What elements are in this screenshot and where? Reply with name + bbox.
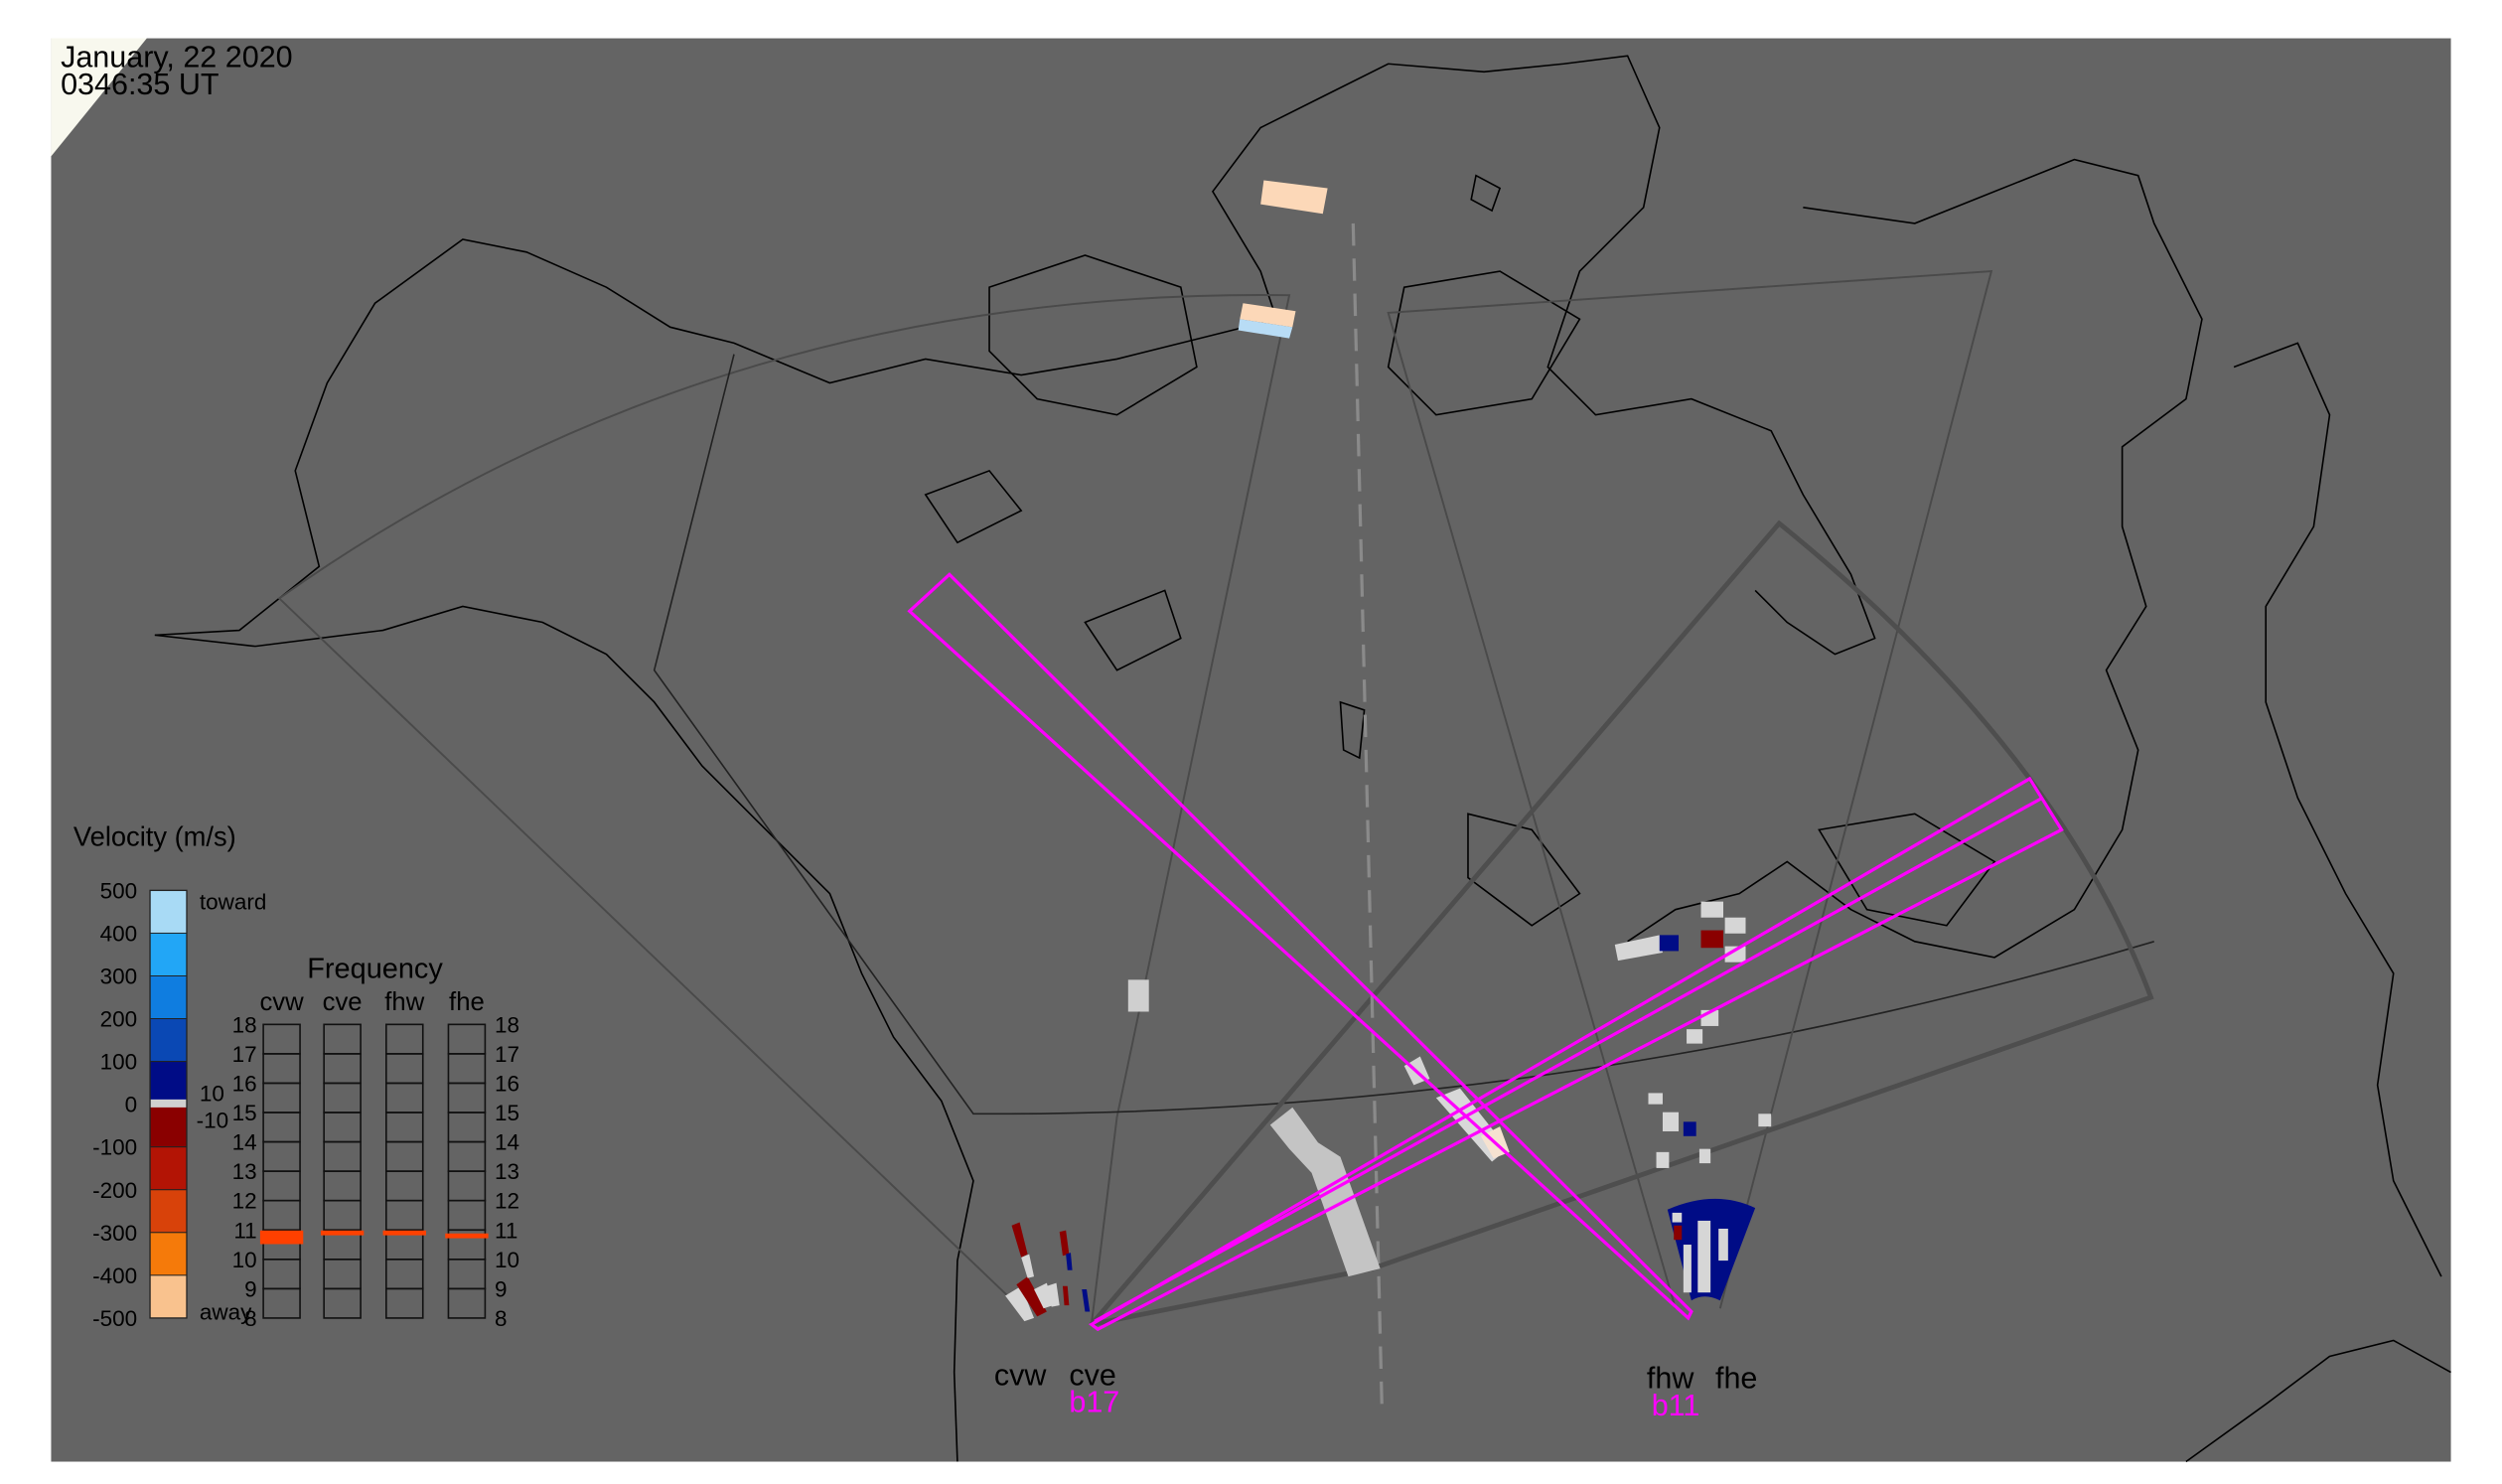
frequency-cell [323, 1287, 362, 1319]
frequency-mark-cvw [259, 1230, 304, 1245]
cve-fov [1090, 519, 2154, 1327]
radar-label-cve: cve [1069, 1358, 1116, 1392]
frequency-tick-right: 13 [495, 1159, 519, 1184]
colorbar-segment [149, 1189, 188, 1234]
radar-labels: cvw cve b17 fhw fhe b11 [994, 1358, 1758, 1422]
velocity-colorbar: Velocity (m/s) 500 400 300 200 100 0 -100 -200 -… [74, 820, 266, 1331]
colorbar-segment [149, 1018, 188, 1063]
frequency-tick-left: 13 [232, 1159, 257, 1184]
frequency-tick-right: 16 [495, 1071, 519, 1096]
frequency-tick-left: 16 [232, 1071, 257, 1096]
frequency-tick-right: 8 [495, 1306, 508, 1331]
frequency-tick-left: 9 [244, 1276, 257, 1301]
colorbar-away: away [200, 1300, 252, 1325]
beams [907, 572, 2064, 1332]
frequency-mark-fhw [382, 1230, 426, 1236]
map-corner-land [51, 38, 147, 157]
frequency-radar-fhw: fhw [384, 988, 424, 1016]
beam-label-b11: b11 [1652, 1389, 1700, 1422]
radar-label-cvw: cvw [994, 1358, 1048, 1392]
colorbar-tick: 400 [100, 921, 138, 946]
colorbar-segment [149, 1104, 188, 1148]
gs-label-neg: -10 [197, 1109, 229, 1133]
frequency-tick-left: 17 [232, 1042, 257, 1067]
frequency-tick-right: 18 [495, 1012, 519, 1037]
colorbar-toward: toward [200, 890, 267, 915]
frequency-tick-left: 15 [232, 1101, 257, 1125]
frequency-tick-left: 14 [232, 1130, 257, 1155]
colorbar-segment [149, 1061, 188, 1106]
colorbar-tick: 200 [100, 1007, 138, 1032]
colorbar-title: Velocity (m/s) [74, 820, 236, 851]
colorbar-tick: -300 [92, 1221, 137, 1246]
beam-b11 [907, 572, 1693, 1321]
colorbar-segment [149, 1146, 188, 1191]
frequency-cell [447, 1287, 487, 1319]
frequency-tick-left: 8 [244, 1306, 257, 1331]
frequency-radar-fhe: fhe [449, 988, 485, 1016]
frequency-tick-right: 15 [495, 1101, 519, 1125]
frequency-radar-cve: cve [323, 988, 363, 1016]
colorbar-ground-scatter [150, 1099, 187, 1108]
frequency-tick-left: 10 [232, 1248, 257, 1272]
fov-outlines [277, 223, 2154, 1405]
frequency-mark-fhe [445, 1233, 489, 1239]
scatter-cells [1005, 180, 1772, 1322]
frequency-tick-right: 14 [495, 1130, 519, 1155]
gs-label-pos: 10 [200, 1081, 224, 1106]
frequency-tick-left: 11 [233, 1218, 256, 1243]
colorbar-tick: -400 [92, 1263, 137, 1288]
colorbar-tick: 0 [125, 1093, 138, 1117]
radar-label-fhw: fhw [1647, 1362, 1694, 1396]
frequency-cell [385, 1287, 424, 1319]
frequency-tick-right: 17 [495, 1042, 519, 1067]
colorbar-segment [149, 975, 188, 1020]
frequency-mark-cve [320, 1230, 365, 1236]
frequency-tick-left: 12 [232, 1189, 257, 1214]
frequency-tick-right: 11 [495, 1218, 517, 1243]
colorbar-tick: -200 [92, 1178, 137, 1203]
frequency-title: Frequency [307, 954, 443, 985]
date-label: January, 22 2020 [61, 40, 293, 74]
colorbar-segment [149, 889, 188, 934]
radar-label-fhe: fhe [1715, 1362, 1757, 1396]
frequency-radar-cvw: cvw [259, 988, 304, 1016]
meridian-dashed [1351, 223, 1384, 1405]
colorbar-segment [149, 1274, 188, 1319]
colorbar-segment [149, 932, 188, 976]
frequency-tick-right: 9 [495, 1276, 508, 1301]
frequency-tick-right: 12 [495, 1189, 519, 1214]
frequency-cell [262, 1287, 301, 1319]
colorbar-tick: 100 [100, 1050, 138, 1075]
colorbar-tick: -100 [92, 1135, 137, 1160]
frequency-tick-left: 18 [232, 1012, 257, 1037]
colorbar-tick: 300 [100, 965, 138, 989]
coastlines [154, 55, 2451, 1463]
colorbar-tick: 500 [100, 878, 138, 903]
map-background [51, 38, 2451, 1462]
beam-label-b17: b17 [1069, 1386, 1119, 1419]
colorbar-segment [149, 1232, 188, 1276]
colorbar-tick: -500 [92, 1306, 137, 1331]
frequency-tick-right: 10 [495, 1248, 519, 1272]
time-label: 0346:35 UT [61, 68, 219, 101]
beam-b17 [1088, 776, 2064, 1332]
